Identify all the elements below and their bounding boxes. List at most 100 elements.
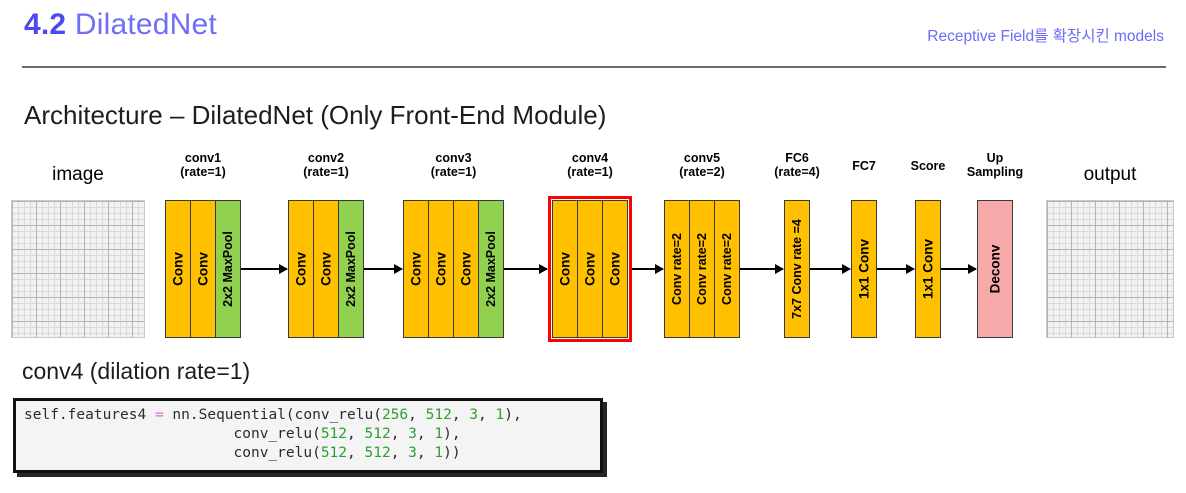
stage-label-line1: Up	[986, 151, 1004, 165]
stage-label-line2: (rate=2)	[679, 164, 725, 179]
code-token: ),	[504, 407, 522, 423]
layer-fc6-1[interactable]: 7x7 Conv rate =4	[784, 200, 810, 338]
stage-label-line2: Sampling	[966, 164, 1024, 179]
layer-label: Conv	[408, 252, 424, 286]
stage-label-line2: (rate=1)	[567, 164, 613, 179]
header-subtitle-note: Receptive Field를 확장시킨 models	[927, 28, 1164, 45]
code-token: ,	[416, 445, 435, 461]
layer-label: Conv	[607, 252, 623, 286]
flow-arrow-6	[810, 264, 851, 274]
code-token: 256	[381, 407, 409, 423]
code-token: 512	[425, 407, 452, 423]
section-title: DilatedNet	[74, 8, 217, 41]
code-token: =	[154, 407, 164, 423]
layer-conv2-2[interactable]: Conv	[313, 200, 339, 338]
layer-label: Deconv	[987, 244, 1003, 294]
output-image-grid	[1046, 200, 1174, 338]
code-token: 1	[434, 426, 444, 442]
flow-arrow-8	[941, 264, 977, 274]
code-token: 3	[408, 445, 417, 461]
stage-label-fc7: FC7	[804, 159, 924, 174]
flow-arrow-5	[740, 264, 784, 274]
flow-arrow-4	[632, 264, 664, 274]
layer-conv3-2[interactable]: Conv	[428, 200, 454, 338]
layer-label: Conv	[293, 252, 309, 286]
code-token: conv_relu(	[24, 445, 321, 461]
stage-block-score[interactable]: 1x1 Conv	[915, 200, 941, 338]
layer-conv5-3[interactable]: Conv rate=2	[714, 200, 740, 338]
layer-label: Conv	[433, 252, 449, 286]
stage-block-conv2[interactable]: Conv Conv 2x2 MaxPool	[288, 200, 364, 338]
flow-arrow-7	[877, 264, 915, 274]
code-token: 3	[408, 426, 417, 442]
code-token: nn.Sequential(conv_relu(	[163, 407, 382, 423]
code-token: 1	[495, 407, 505, 423]
layer-conv2-1[interactable]: Conv	[288, 200, 314, 338]
stage-label-line1: conv3	[435, 151, 472, 165]
layer-label: Conv	[318, 252, 334, 286]
layer-label: 2x2 MaxPool	[484, 231, 498, 307]
layer-conv4-2[interactable]: Conv	[577, 200, 603, 338]
stage-block-fc6[interactable]: 7x7 Conv rate =4	[784, 200, 810, 338]
stage-block-upsampling[interactable]: Deconv	[977, 200, 1013, 338]
code-text: self.features4 = nn.Sequential(conv_relu…	[24, 406, 592, 463]
code-token: ,	[390, 445, 409, 461]
stage-label-line1: Score	[910, 159, 946, 173]
layer-score-1[interactable]: 1x1 Conv	[915, 200, 941, 338]
stage-label-line1: conv1	[184, 151, 222, 165]
stage-label-line1: conv5	[683, 151, 721, 165]
layer-conv2-3[interactable]: 2x2 MaxPool	[338, 200, 364, 338]
layer-conv3-3[interactable]: Conv	[453, 200, 479, 338]
layer-conv4-1[interactable]: Conv	[552, 200, 578, 338]
layer-conv1-3[interactable]: 2x2 MaxPool	[215, 200, 241, 338]
code-token: ),	[443, 426, 461, 442]
code-caption: conv4 (dilation rate=1)	[22, 358, 251, 384]
layer-label: Conv rate=2	[720, 233, 734, 305]
layer-upsampling-1[interactable]: Deconv	[977, 200, 1013, 338]
code-token: ,	[416, 426, 435, 442]
stage-block-conv3[interactable]: Conv Conv Conv 2x2 MaxPool	[403, 200, 504, 338]
code-token: 512	[320, 445, 348, 461]
layer-label: 2x2 MaxPool	[221, 231, 235, 307]
code-token: ))	[443, 445, 461, 461]
code-token: conv_relu(	[24, 426, 321, 442]
code-token: ,	[390, 426, 409, 442]
code-token: ,	[451, 407, 470, 423]
layer-conv1-1[interactable]: Conv	[165, 200, 191, 338]
stage-label-score: Score	[868, 159, 988, 174]
layer-conv1-2[interactable]: Conv	[190, 200, 216, 338]
stage-label-line2: (rate=4)	[774, 164, 820, 179]
output-image-label: output	[1083, 164, 1137, 185]
layer-conv3-1[interactable]: Conv	[403, 200, 429, 338]
code-token: 512	[320, 426, 348, 442]
flow-arrow-1	[241, 264, 288, 274]
layer-label: Conv	[458, 252, 474, 286]
flow-arrow-3	[504, 264, 548, 274]
code-token: 512	[364, 426, 391, 442]
layer-label: 2x2 MaxPool	[344, 231, 358, 307]
layer-conv5-1[interactable]: Conv rate=2	[664, 200, 690, 338]
code-token: 512	[364, 445, 391, 461]
code-token: ,	[347, 445, 365, 461]
layer-label: Conv rate=2	[670, 233, 684, 305]
layer-conv5-2[interactable]: Conv rate=2	[689, 200, 715, 338]
layer-conv3-4[interactable]: 2x2 MaxPool	[478, 200, 504, 338]
code-token: 1	[434, 445, 444, 461]
layer-fc7-1[interactable]: 1x1 Conv	[851, 200, 877, 338]
stage-block-fc7[interactable]: 1x1 Conv	[851, 200, 877, 338]
layer-conv4-3[interactable]: Conv	[602, 200, 628, 338]
stage-label-conv4: conv4(rate=1)	[530, 151, 650, 179]
stage-label-line2: (rate=1)	[303, 164, 349, 179]
input-image-grid	[11, 200, 145, 338]
stage-label-conv1: conv1(rate=1)	[143, 151, 263, 179]
stage-block-conv5[interactable]: Conv rate=2 Conv rate=2 Conv rate=2	[664, 200, 740, 338]
stage-label-line2: (rate=1)	[180, 164, 226, 179]
input-image-label: image	[52, 164, 104, 185]
section-number: 4.2	[24, 8, 67, 41]
layer-label: 1x1 Conv	[920, 238, 936, 300]
architecture-title: Architecture – DilatedNet (Only Front-En…	[24, 100, 607, 130]
